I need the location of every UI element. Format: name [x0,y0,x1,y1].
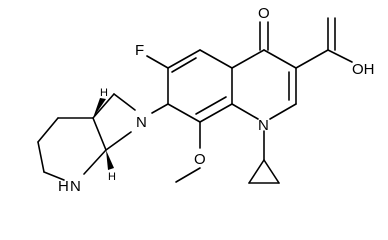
fluoro-label: F [135,42,144,59]
ring-n1-label: N [258,117,269,134]
stereo-h-top-label: H [100,87,108,99]
hydroxyl-label: OH [352,61,375,78]
bonds [37,17,353,184]
stereo-h-bottom-label: H [108,171,116,183]
pyrrolidine-n-label: N [136,114,147,131]
chemical-structure: O OH F N O N H H H N [37,5,375,195]
atom-labels: O OH F N O N H H H N [58,5,375,195]
stereo-wedges [93,98,114,170]
piperidine-h-label: H [58,178,69,195]
methoxy-o-label: O [194,151,206,168]
piperidine-n-label: N [70,178,81,195]
oxo-label: O [258,5,270,22]
